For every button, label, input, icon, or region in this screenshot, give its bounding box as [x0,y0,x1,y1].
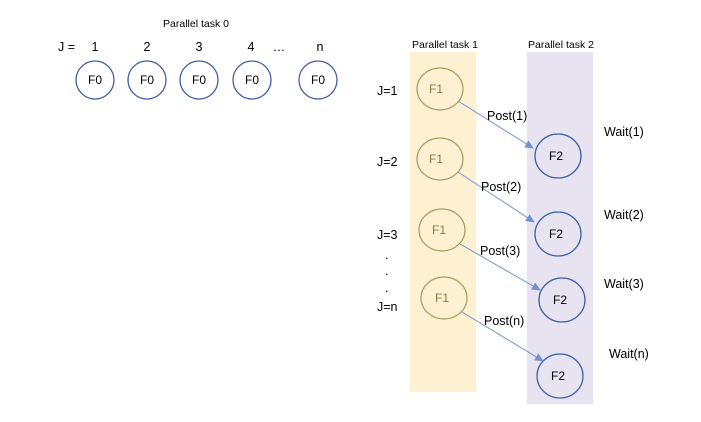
f2-node-label: F2 [551,369,565,383]
j-label: J=3 [377,228,398,242]
post-label: Post(n) [484,314,524,328]
f2-node: F2 [536,353,584,399]
wait-label: Wait(2) [604,208,644,222]
task2-title: Parallel task 2 [528,39,594,51]
f1-node-label: F1 [432,223,446,237]
j-label: J=n [377,300,398,314]
j-label-dot: . [385,264,388,278]
f1-node: F1 [416,137,464,181]
task0-index-ellipsis: … [273,40,286,54]
f0-node: F0 [75,60,115,100]
f2-node: F2 [534,133,582,179]
f1-node: F1 [416,67,464,111]
f1-node: F1 [418,208,466,252]
f2-node: F2 [538,277,586,323]
f2-node-label: F2 [553,293,567,307]
post-label: Post(2) [481,180,521,194]
j-label: J=1 [377,84,398,98]
f1-node-label: F1 [435,291,449,305]
f0-node: F0 [127,60,167,100]
f0-node-label: F0 [311,73,325,87]
task0-index: 4 [248,40,255,54]
wait-label: Wait(1) [604,125,644,139]
task0-index: 2 [144,40,151,54]
post-arrow [461,311,544,362]
f0-node: F0 [179,60,219,100]
wait-label: Wait(3) [604,277,644,291]
f0-node-label: F0 [192,73,206,87]
j-label-dot: . [385,281,388,295]
post-arrow [457,171,535,223]
task0-index: 3 [196,40,203,54]
post-label: Post(1) [487,109,527,123]
task0-index: 1 [92,40,99,54]
wait-label: Wait(n) [609,347,649,361]
f0-node: F0 [298,60,338,100]
f2-node-label: F2 [549,149,563,163]
f0-node-label: F0 [88,73,102,87]
task0-j-label: J = [58,40,75,54]
f0-node-label: F0 [245,73,259,87]
f1-node-label: F1 [429,82,443,96]
j-label-dot: . [385,248,388,262]
post-arrow [459,243,541,291]
f1-node: F1 [420,276,468,320]
f2-node-label: F2 [549,227,563,241]
j-label: J=2 [377,155,398,169]
f2-node: F2 [534,211,582,257]
task0-index: n [317,40,324,54]
task1-title: Parallel task 1 [412,39,478,51]
f0-node: F0 [232,60,272,100]
f1-node-label: F1 [429,152,443,166]
f0-node-label: F0 [140,73,154,87]
post-label: Post(3) [480,244,520,258]
post-arrow [457,100,534,149]
task0-title: Parallel task 0 [163,18,229,30]
